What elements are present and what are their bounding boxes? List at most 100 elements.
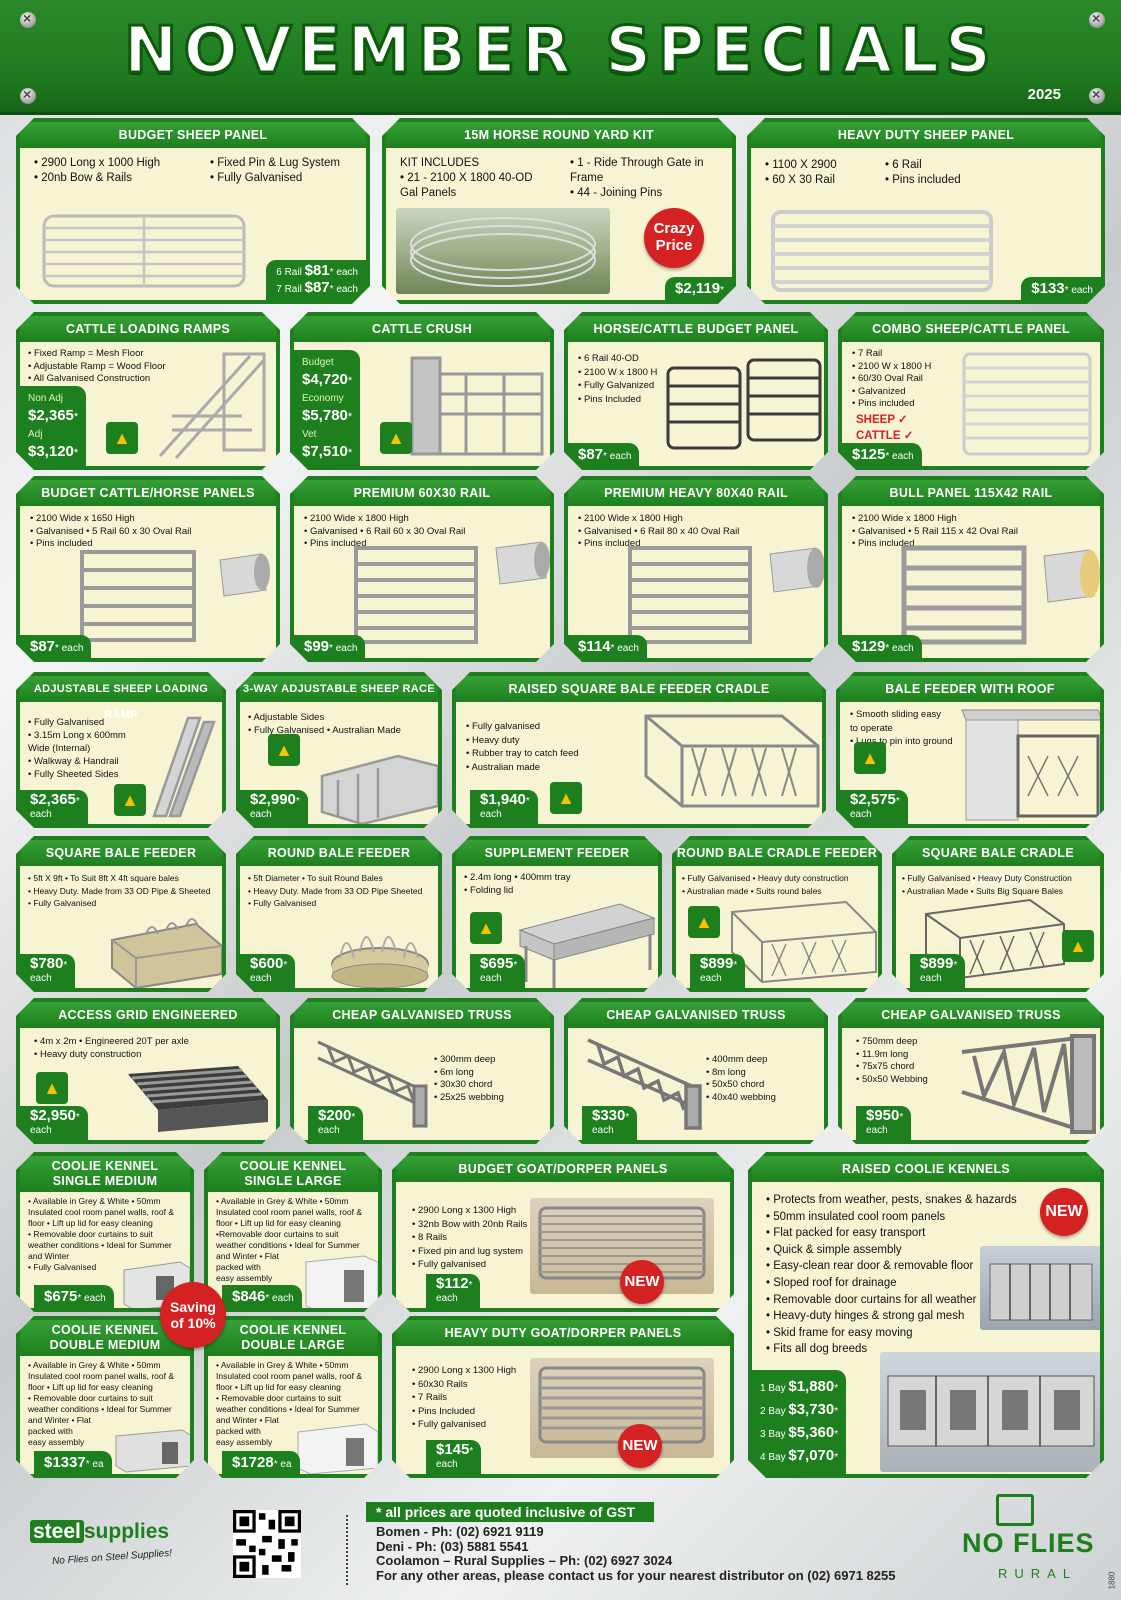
price-tag: $950*each xyxy=(856,1106,911,1140)
card-round-bale-feeder: ROUND BALE FEEDER • 5ft Diameter • To su… xyxy=(236,836,442,992)
price-tag: 1 Bay $1,880* 2 Bay $3,730* 3 Bay $5,360… xyxy=(752,1370,846,1474)
kennel-image xyxy=(294,1420,382,1476)
price-tag: $2,365*each xyxy=(20,790,88,824)
card-bale-feeder-roof: BALE FEEDER WITH ROOF • Smooth sliding e… xyxy=(836,672,1104,828)
sheep-race-image xyxy=(318,736,442,826)
card-premium-heavy-80x40: PREMIUM HEAVY 80X40 RAIL • 2100 Wide x 1… xyxy=(564,476,828,662)
price-tag: $114* each xyxy=(568,635,647,658)
screw-icon xyxy=(20,10,36,28)
divider xyxy=(346,1515,348,1585)
price-tag: $330*each xyxy=(582,1106,637,1140)
price-tag: $112*each xyxy=(426,1274,480,1308)
australian-made-logo: ▲ xyxy=(470,912,502,944)
square-feeder-image xyxy=(106,910,226,990)
price-tag: $675* each xyxy=(34,1285,114,1308)
bale-cradle-image xyxy=(642,706,826,824)
new-badge: NEW xyxy=(620,1260,664,1304)
card-access-grid: ACCESS GRID ENGINEERED • 4m x 2m • Engin… xyxy=(16,998,280,1144)
combo-panel-image xyxy=(958,350,1098,460)
raised-kennel-photo-2 xyxy=(880,1352,1102,1472)
gst-note: * all prices are quoted inclusive of GST xyxy=(366,1502,654,1522)
raised-kennel-photo xyxy=(980,1246,1102,1330)
no-flies-icon xyxy=(996,1494,1034,1526)
card-round-bale-cradle: ROUND BALE CRADLE FEEDER • Fully Galvani… xyxy=(672,836,882,992)
sheep-panel-image xyxy=(36,210,256,290)
australian-made-logo: ▲ xyxy=(36,1072,68,1104)
rural-label: RURAL xyxy=(998,1566,1078,1581)
header-banner: NOVEMBER SPECIALS 2025 xyxy=(0,0,1121,115)
card-truss-400: CHEAP GALVANISED TRUSS • 400mm deep• 8m … xyxy=(564,998,828,1144)
truss-image xyxy=(954,1032,1102,1142)
screw-icon xyxy=(1089,10,1105,28)
price-tag: $99* each xyxy=(294,635,365,658)
australian-made-logo: ▲ xyxy=(854,742,886,774)
truss-image xyxy=(314,1032,434,1132)
price-tag: Budget$4,720*Economy$5,780*Vet$7,510* xyxy=(294,350,360,466)
print-code: 1880 xyxy=(1107,1571,1117,1590)
australian-made-logo: ▲ xyxy=(380,422,412,454)
qr-code xyxy=(233,1510,301,1578)
price-tag: $780*each xyxy=(20,954,75,988)
round-cradle-image xyxy=(726,892,882,990)
new-badge: NEW xyxy=(1040,1188,1088,1236)
heavy-sheep-panel-image xyxy=(767,208,997,296)
price-tag: $899*each xyxy=(690,954,745,988)
australian-made-logo: ▲ xyxy=(268,734,300,766)
no-flies-logo: NO FLIES xyxy=(962,1528,1095,1558)
card-bull-panel: BULL PANEL 115X42 RAIL • 2100 Wide x 180… xyxy=(838,476,1104,662)
price-tag: $1728* ea xyxy=(222,1451,300,1474)
bull-panel-image xyxy=(892,534,1102,650)
card-budget-goat-panels: BUDGET GOAT/DORPER PANELS • 2900 Long x … xyxy=(392,1152,734,1312)
truss-image xyxy=(584,1032,708,1132)
price-tag: $600*each xyxy=(240,954,295,988)
australian-made-logo: ▲ xyxy=(1062,930,1094,962)
loading-ramp-image xyxy=(152,346,276,464)
screw-icon xyxy=(1089,86,1105,104)
price-tag: $129* each xyxy=(842,635,922,658)
price-tag: Non Adj$2,365*Adj$3,120* xyxy=(20,386,86,466)
card-square-bale-cradle: SQUARE BALE CRADLE FEEDER • Fully Galvan… xyxy=(892,836,1104,992)
goat-panel-photo xyxy=(530,1358,714,1458)
australian-made-logo: ▲ xyxy=(550,782,582,814)
year-label: 2025 xyxy=(1027,86,1061,103)
price-tag: $145*each xyxy=(426,1440,481,1474)
australian-made-logo: ▲ xyxy=(114,784,146,816)
price-tag: $133* each xyxy=(1021,277,1101,300)
card-truss-300: CHEAP GALVANISED TRUSS • 300mm deep• 6m … xyxy=(290,998,554,1144)
round-yard-photo xyxy=(396,208,610,294)
price-tag: $1337* ea xyxy=(34,1451,112,1474)
card-cattle-loading-ramps: CATTLE LOADING RAMPS • Fixed Ramp = Mesh… xyxy=(16,312,280,470)
price-tag: $87* each xyxy=(20,635,91,658)
card-budget-sheep-panel: BUDGET SHEEP PANEL • 2900 Long x 1000 Hi… xyxy=(16,118,370,304)
sheep-ramp-image xyxy=(148,708,226,826)
price-tag: $899*each xyxy=(910,954,965,988)
card-truss-750: CHEAP GALVANISED TRUSS • 750mm deep• 11.… xyxy=(838,998,1104,1144)
tagline: No Flies on Steel Supplies! xyxy=(51,1547,173,1568)
roof-feeder-image xyxy=(958,706,1104,826)
australian-made-logo: ▲ xyxy=(688,906,720,938)
kennel-image xyxy=(302,1252,382,1312)
card-budget-cattle-horse: BUDGET CATTLE/HORSE PANELS • 2100 Wide x… xyxy=(16,476,280,662)
cattle-crush-image xyxy=(404,344,554,466)
price-tag: 6 Rail $81* each 7 Rail $87* each xyxy=(266,260,366,300)
card-sheep-race: 3-WAY ADJUSTABLE SHEEP RACE • Adjustable… xyxy=(236,672,442,828)
card-horse-round-yard: 15M HORSE ROUND YARD KIT KIT INCLUDES• 2… xyxy=(382,118,736,304)
card-raised-coolie-kennels: RAISED COOLIE KENNELS • Protects from we… xyxy=(748,1152,1104,1478)
price-tag: $200*each xyxy=(308,1106,363,1140)
horse-panel-image xyxy=(664,356,828,456)
cattle-panel-image xyxy=(70,540,270,650)
card-heavy-duty-sheep-panel: HEAVY DUTY SHEEP PANEL • 1100 X 2900• 60… xyxy=(747,118,1105,304)
page-title: NOVEMBER SPECIALS xyxy=(122,13,998,90)
card-heavy-goat-panels: HEAVY DUTY GOAT/DORPER PANELS • 2900 Lon… xyxy=(392,1316,734,1478)
price-tag: $2,950*each xyxy=(20,1106,88,1140)
price-tag: $2,119* xyxy=(665,277,732,300)
kennel-image xyxy=(112,1426,194,1474)
premium-panel-image xyxy=(344,534,554,650)
